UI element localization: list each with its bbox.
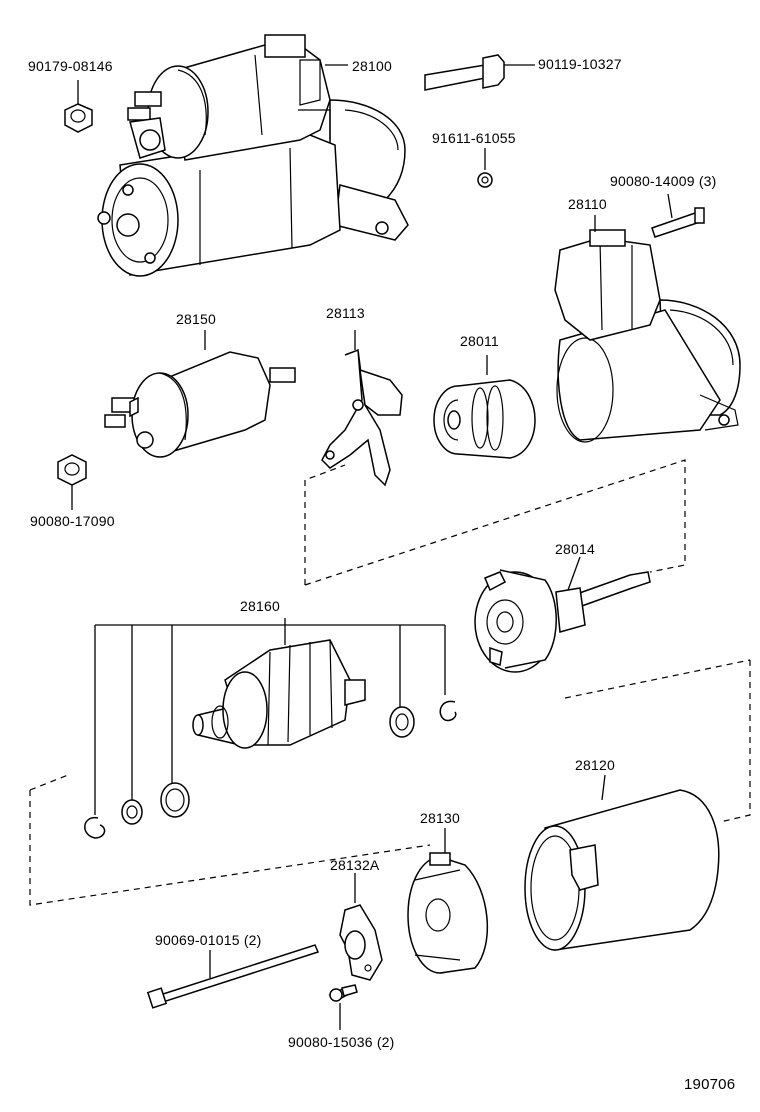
part-label: 90080-15036 (2) bbox=[288, 1034, 395, 1050]
part-label: 90069-01015 (2) bbox=[155, 932, 262, 948]
part-label: 90179-08146 bbox=[28, 58, 113, 74]
screw-90080-15036 bbox=[328, 984, 358, 1030]
plate-28132A bbox=[339, 873, 383, 981]
starter-assembly-28100 bbox=[97, 34, 409, 277]
part-label: 28011 bbox=[460, 333, 499, 349]
part-label: 90119-10327 bbox=[538, 56, 622, 72]
part-label: 28120 bbox=[575, 757, 615, 773]
housing-28110 bbox=[554, 229, 741, 443]
part-label: 90080-17090 bbox=[30, 513, 115, 529]
part-label: 28132A bbox=[330, 857, 380, 873]
part-label: 28150 bbox=[176, 311, 216, 327]
nut-90179-08146 bbox=[64, 80, 93, 133]
solenoid-28150 bbox=[104, 330, 296, 458]
part-label: 90080-14009 (3) bbox=[610, 173, 717, 189]
part-label: 28160 bbox=[240, 598, 280, 614]
part-label: 28100 bbox=[352, 58, 392, 74]
lever-28113 bbox=[321, 330, 403, 487]
through-bolt-90069-01015 bbox=[146, 944, 320, 1009]
yoke-28120 bbox=[524, 774, 720, 951]
washer-91611-61055 bbox=[477, 148, 493, 188]
bolt-90119-10327 bbox=[424, 54, 535, 91]
dashed-group-lines-upper bbox=[304, 459, 686, 586]
part-label: 91611-61055 bbox=[432, 130, 516, 146]
dashed-group-lines-lower bbox=[29, 659, 751, 906]
nut-90080-17090 bbox=[57, 454, 87, 510]
diagram-number: 190706 bbox=[684, 1076, 736, 1093]
part-label: 28110 bbox=[568, 196, 607, 212]
planetary-gear-28014 bbox=[474, 556, 651, 673]
clutch-28011 bbox=[433, 355, 536, 459]
part-label: 28113 bbox=[326, 305, 365, 321]
part-label: 28130 bbox=[420, 810, 460, 826]
end-frame-28130 bbox=[407, 828, 489, 974]
bolt-90080-14009 bbox=[651, 193, 705, 238]
armature-group-28160 bbox=[84, 618, 457, 839]
part-label: 28014 bbox=[555, 541, 595, 557]
